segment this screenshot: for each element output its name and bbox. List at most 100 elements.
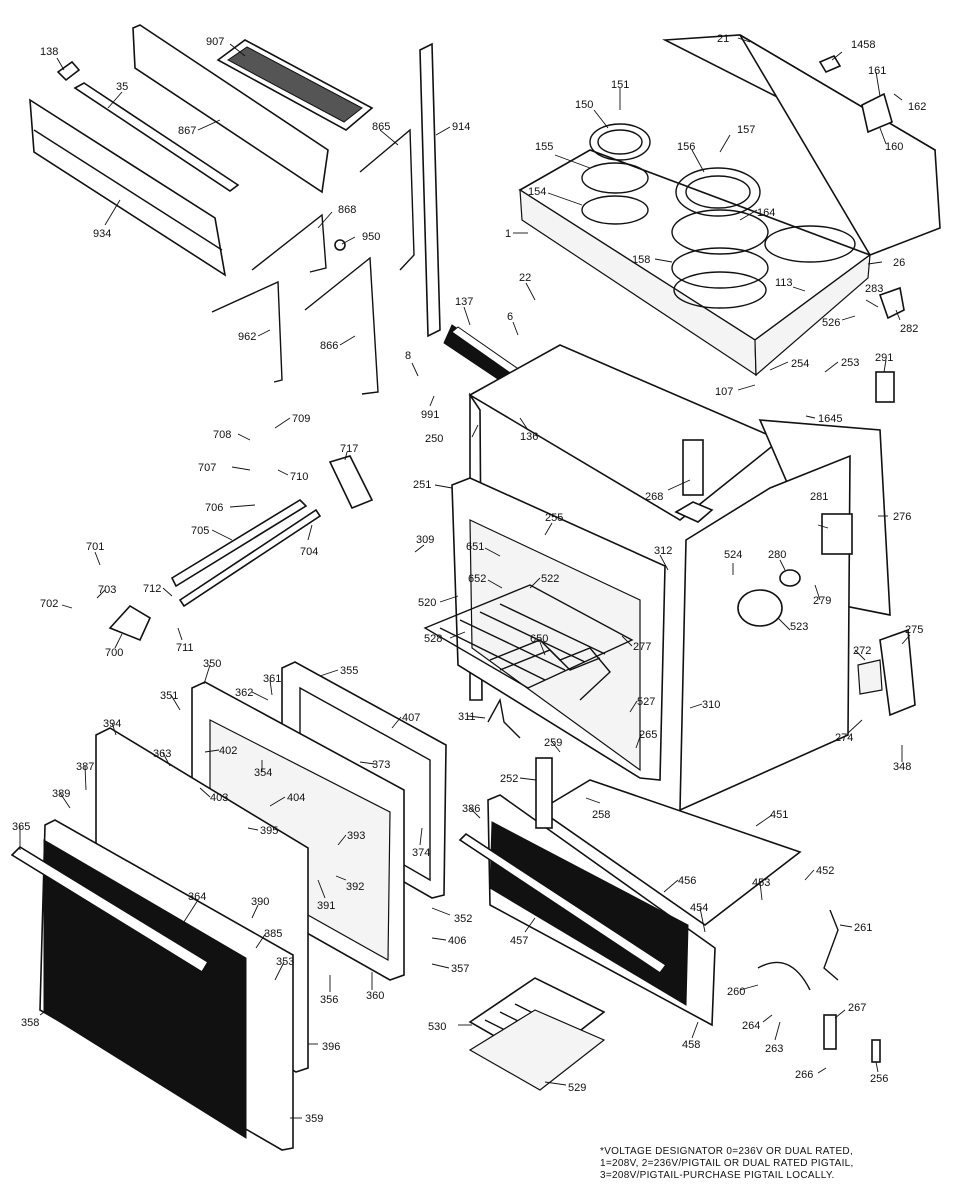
callout-label: 529 [568, 1082, 586, 1094]
callout-label: 151 [611, 79, 629, 91]
callout-label: 386 [462, 803, 480, 815]
callout-label: 387 [76, 761, 94, 773]
callout-label: 934 [93, 228, 111, 240]
callout-label: 907 [206, 36, 224, 48]
callout-label: 360 [366, 990, 384, 1002]
callout-label: 650 [530, 633, 548, 645]
part-rail-705 [170, 498, 322, 608]
callout-label: 390 [251, 896, 269, 908]
callout-label: 385 [264, 928, 282, 940]
callout-label: 454 [690, 902, 708, 914]
callout-label: 266 [795, 1069, 813, 1081]
callout-label: 312 [654, 545, 672, 557]
callout-label: 402 [219, 745, 237, 757]
callout-label: 651 [466, 541, 484, 553]
callout-label: 524 [724, 549, 742, 561]
callout-label: 311 [458, 711, 476, 723]
callout-label: 914 [452, 121, 470, 133]
callout-label: 351 [160, 690, 178, 702]
part-pin-267 [823, 1014, 837, 1050]
callout-label: 150 [575, 99, 593, 111]
callout-label: 155 [535, 141, 553, 153]
part-bracket-717 [328, 455, 374, 510]
part-box-281 [821, 513, 853, 555]
part-element-650 [489, 639, 611, 701]
part-clip-950 [334, 239, 346, 251]
callout-label: 396 [322, 1041, 340, 1053]
part-filter-907 [216, 39, 374, 131]
callout-label: 707 [198, 462, 216, 474]
callout-label: 393 [347, 830, 365, 842]
callout-label: 310 [702, 699, 720, 711]
callout-label: 21 [717, 33, 729, 45]
callout-label: 256 [870, 1073, 888, 1085]
callout-label: 528 [424, 633, 442, 645]
callout-label: 35 [116, 81, 128, 93]
callout-label: 1 [505, 228, 511, 240]
part-bracket-160 [861, 92, 893, 134]
part-bulb-280 [779, 569, 801, 587]
callout-label: 362 [235, 687, 253, 699]
callout-label: 291 [875, 352, 893, 364]
callout-label: 358 [21, 1017, 39, 1029]
callout-label: 866 [320, 340, 338, 352]
callout-label: 350 [203, 658, 221, 670]
callout-label: 260 [727, 986, 745, 998]
callout-label: 702 [40, 598, 58, 610]
callout-label: 711 [176, 642, 194, 654]
callout-label: 281 [810, 491, 828, 503]
callout-label: 709 [292, 413, 310, 425]
part-cooktop-1 [518, 149, 872, 377]
callout-label: 404 [287, 792, 305, 804]
callout-label: 704 [300, 546, 318, 558]
callout-label: 364 [188, 891, 206, 903]
callout-label: 160 [885, 141, 903, 153]
callout-labels: 138 35 934 867 907 865 914 868 950 962 8… [12, 33, 926, 1125]
part-rack-528 [423, 584, 634, 689]
part-plate-523 [737, 589, 783, 627]
callout-label: 348 [893, 761, 911, 773]
callout-label: 701 [86, 541, 104, 553]
callout-label: 523 [790, 621, 808, 633]
callout-label: 22 [519, 272, 531, 284]
callout-label: 712 [143, 583, 161, 595]
callout-label: 700 [105, 647, 123, 659]
callout-label: 164 [757, 207, 775, 219]
callout-label: 138 [40, 46, 58, 58]
callout-label: 395 [260, 825, 278, 837]
leader-lines [19, 37, 911, 1119]
callout-label: 1645 [818, 413, 842, 425]
callout-label: 6 [507, 311, 513, 323]
part-bracket-311 [487, 697, 521, 739]
callout-label: 274 [835, 732, 853, 744]
callout-label: 710 [290, 471, 308, 483]
callout-label: 392 [346, 881, 364, 893]
voltage-footnote: *VOLTAGE DESIGNATOR 0=236V OR DUAL RATED… [600, 1146, 854, 1181]
callout-label: 522 [541, 573, 559, 585]
part-hinge-700 [108, 604, 152, 642]
callout-label: 652 [468, 573, 486, 585]
callout-label: 251 [413, 479, 431, 491]
callout-label: 991 [421, 409, 439, 421]
callout-label: 867 [178, 125, 196, 137]
callout-label: 706 [205, 502, 223, 514]
callout-label: 309 [416, 534, 434, 546]
callout-label: 282 [900, 323, 918, 335]
callout-label: 276 [893, 511, 911, 523]
callout-label: 154 [528, 186, 546, 198]
callout-label: 265 [639, 729, 657, 741]
part-bracket-962 [211, 280, 283, 383]
part-door-handle-365 [10, 845, 210, 974]
callout-label: 253 [841, 357, 859, 369]
part-knob-138 [56, 60, 81, 82]
callout-label: 703 [98, 584, 116, 596]
callout-label: 403 [210, 792, 228, 804]
callout-label: 277 [633, 641, 651, 653]
part-leveler-256 [871, 1039, 881, 1063]
callout-label: 389 [52, 788, 70, 800]
callout-label: 363 [153, 748, 171, 760]
callout-label: 254 [791, 358, 809, 370]
callout-label: 458 [682, 1039, 700, 1051]
callout-label: 1458 [851, 39, 875, 51]
callout-label: 391 [317, 900, 335, 912]
